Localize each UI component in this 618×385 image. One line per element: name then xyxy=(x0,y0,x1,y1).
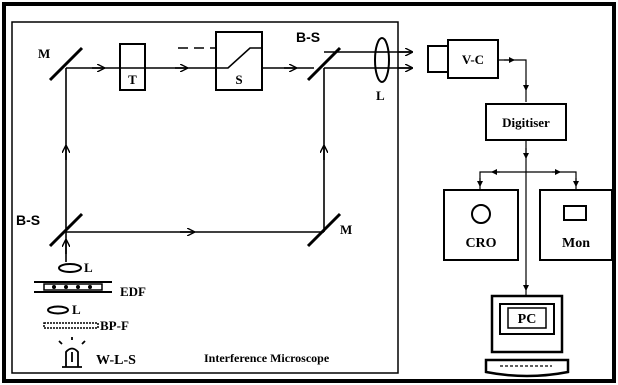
edf-label: EDF xyxy=(120,284,146,299)
lens-upper-label: L xyxy=(84,260,93,275)
edf-dot-3 xyxy=(76,285,80,289)
output-lens-icon xyxy=(374,37,390,83)
pc-label: PC xyxy=(518,312,537,327)
tube-box xyxy=(119,43,146,91)
shutter-box-label: S xyxy=(235,72,242,87)
video-camera-label: V-C xyxy=(462,52,484,67)
lamp-icon xyxy=(58,337,86,368)
edf-dot-4 xyxy=(88,285,92,289)
edf-icon xyxy=(43,283,103,291)
signal-cables xyxy=(479,59,577,300)
cro-box xyxy=(443,189,519,261)
optical-beam-paths xyxy=(66,47,412,262)
edf-dot-1 xyxy=(52,285,56,289)
edf-dot-2 xyxy=(64,285,68,289)
shutter-beam-path xyxy=(216,47,262,69)
tube-box-label: T xyxy=(128,72,137,87)
beam-splitter-top-label: B-S xyxy=(296,29,320,45)
mirror-top-icon xyxy=(48,46,84,82)
video-camera-lens xyxy=(427,45,449,73)
monitor-screen-icon xyxy=(563,205,587,221)
digitiser-label: Digitiser xyxy=(502,115,550,130)
bpf-label: BP-F xyxy=(100,318,129,333)
band-pass-filter-icon xyxy=(43,322,99,329)
video-camera-body xyxy=(447,39,499,79)
monitor-label: Mon xyxy=(562,236,590,251)
lens-upper-icon xyxy=(58,263,82,273)
microscope-frame xyxy=(11,21,399,374)
beam-splitter-top-icon xyxy=(306,46,342,82)
shutter-box xyxy=(215,31,263,91)
mirror-bottom-label: M xyxy=(340,222,352,237)
beam-splitter-bottom-icon xyxy=(48,212,84,248)
cable-branch xyxy=(479,171,577,190)
mirror-top-label: M xyxy=(38,46,50,61)
mirror-bottom-icon xyxy=(306,212,342,248)
cro-screen-icon xyxy=(471,204,491,224)
light-source-label: W-L-S xyxy=(96,353,136,368)
digitiser-box xyxy=(485,103,567,141)
cable-camera-to-digitiser xyxy=(498,59,527,102)
output-lens-label: L xyxy=(376,88,385,103)
cro-label: CRO xyxy=(465,236,496,251)
lens-lower-label: L xyxy=(72,302,81,317)
pc-label-frame xyxy=(507,307,547,329)
lens-lower-icon xyxy=(47,305,69,315)
beam-splitter-bottom-label: B-S xyxy=(16,212,40,228)
monitor-box xyxy=(539,189,613,261)
microscope-caption: Interference Microscope xyxy=(204,351,330,365)
